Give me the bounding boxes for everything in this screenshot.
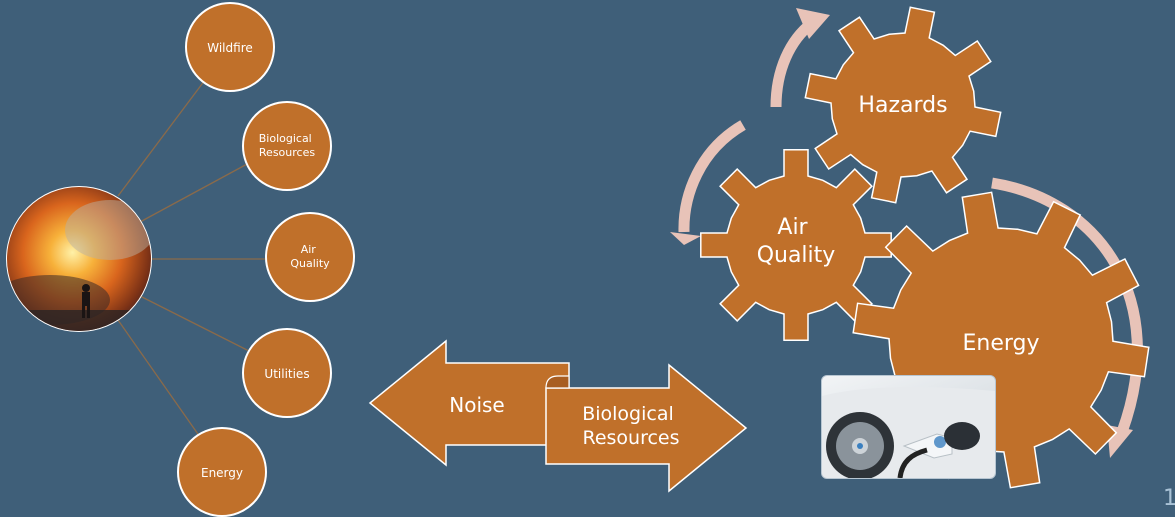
- spoke-circles: [177, 2, 355, 517]
- arrow-fold: [545, 375, 570, 389]
- arrow-right-biological: [545, 363, 748, 493]
- noise-biological-arrow: [368, 339, 748, 493]
- connector-wildfire: [117, 79, 206, 197]
- gear-label-hazards: Hazards: [858, 93, 947, 118]
- gear-hazards: [804, 6, 1002, 204]
- arrowhead-left: [670, 232, 701, 245]
- spoke-label-energy: Energy: [201, 466, 243, 480]
- gear-label-air-quality: Air Quality: [757, 215, 836, 268]
- spoke-circle-utilities: [242, 328, 332, 418]
- ev-charging-photo: [821, 375, 996, 479]
- gear-label-energy: Energy: [962, 331, 1039, 356]
- connector-energy: [117, 319, 201, 438]
- spoke-circle-air-quality: [265, 212, 355, 302]
- spoke-circle-energy: [177, 427, 267, 517]
- connector-biological-resources: [139, 162, 250, 223]
- connector-utilities: [139, 295, 250, 352]
- page-number: 1: [1163, 486, 1175, 511]
- spoke-circle-biological-resources: [242, 101, 332, 191]
- spoke-label-wildfire: Wildfire: [207, 41, 253, 55]
- arrow-label-biological-resources: Biological Resources: [582, 403, 680, 449]
- spoke-label-biological-resources: Biological Resources: [259, 132, 316, 159]
- cycle-arrow-left: [678, 120, 746, 233]
- spoke-label-utilities: Utilities: [264, 367, 309, 381]
- wildfire-photo: [6, 186, 152, 332]
- spoke-circle-wildfire: [185, 2, 275, 92]
- ev-charging-illustration: [822, 387, 995, 478]
- arrowhead-top: [796, 8, 830, 39]
- arrow-label-noise: Noise: [449, 393, 504, 417]
- spoke-label-air-quality: Air Quality: [290, 243, 330, 270]
- hub-connectors: [117, 79, 267, 438]
